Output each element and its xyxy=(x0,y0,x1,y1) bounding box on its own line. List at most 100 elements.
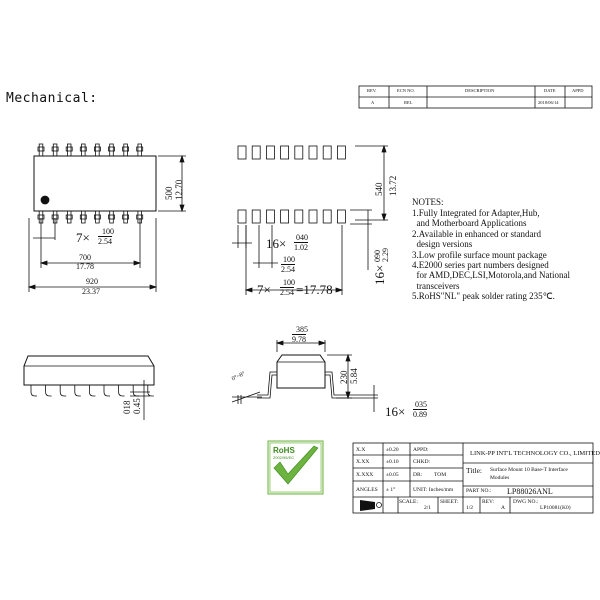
top-pin-upper xyxy=(123,143,128,157)
angles-label: ANGLES xyxy=(356,487,378,493)
pin1-dot xyxy=(40,195,50,205)
tol1-label: X.X xyxy=(356,447,366,453)
top-pin-upper-foot xyxy=(37,146,45,152)
description-header: DESCRIPTION xyxy=(465,88,495,93)
sheet-value: 1/2 xyxy=(466,505,474,511)
top-pin-lower-foot xyxy=(94,214,101,220)
chkd-label: CHKD: xyxy=(413,459,431,465)
pad-upper xyxy=(280,145,290,160)
top-view xyxy=(27,143,186,292)
note-line: 5.RoHS"NL" peak solder rating 235℃. xyxy=(412,291,555,302)
top-pin-upper xyxy=(95,143,100,157)
dim-pad-width-inch: 040 xyxy=(296,233,308,242)
top-pin-lower xyxy=(67,210,72,224)
dim-pad-width-mm: 1.02 xyxy=(294,242,308,252)
tol2-value: ±0.10 xyxy=(386,459,399,465)
top-pin-upper-foot xyxy=(108,146,115,152)
note-line: 2.Available in enhanced or standard xyxy=(412,228,542,239)
dim-side-height-mm: 5.84 xyxy=(349,368,359,384)
pad-upper xyxy=(336,145,346,160)
dim-pitch-prefix: 7× xyxy=(76,230,90,245)
side-lead xyxy=(132,385,140,397)
side-lead xyxy=(103,385,110,397)
rev-label: REV: xyxy=(482,499,495,505)
dim-body-height-inch: 500 xyxy=(164,186,174,201)
top-pin-lower xyxy=(95,210,100,224)
dim-row-span-inch: 700 xyxy=(79,253,91,262)
side-lead xyxy=(118,385,125,397)
pad-lower xyxy=(251,209,261,224)
dim-pad-pitch-mm: 2.54 xyxy=(281,264,295,274)
dim-side-height-inch: 230 xyxy=(339,370,349,385)
notes-list: 1.Fully Integrated for Adapter,Hub, and … xyxy=(412,208,570,302)
top-pin-upper xyxy=(52,143,58,157)
dim-body-height-mm: 12.70 xyxy=(174,179,184,200)
rev-value-tb: A xyxy=(501,505,505,511)
revision-table-grid xyxy=(358,85,593,109)
note-line: transceivers xyxy=(412,280,460,291)
company-name: LINK-PP INT'L TECHNOLOGY CO., LIMITED xyxy=(470,450,600,457)
dim-pad-total-inch: 100 xyxy=(283,278,295,287)
dim-standoff-inch: 018 xyxy=(122,400,132,415)
dim-side-width-mm: 9.78 xyxy=(292,334,306,344)
dim-pad-total-suffix: =17.78 xyxy=(296,282,333,297)
notes-heading: NOTES: xyxy=(412,197,444,207)
dim-pad-length-prefix: 16× xyxy=(372,264,387,285)
side-view xyxy=(23,355,155,420)
pad-lower xyxy=(237,209,247,224)
top-pin-upper-foot xyxy=(79,146,87,152)
rohs-sub: 2002/95/EC xyxy=(273,455,295,460)
dim-overall-inch: 920 xyxy=(86,277,98,286)
title-block-grid xyxy=(352,442,594,514)
title-text-2: Modules xyxy=(490,475,510,481)
pad-upper xyxy=(308,145,318,160)
top-pin-upper xyxy=(81,143,86,157)
dim-row-span-mm: 17.78 xyxy=(76,262,94,271)
pad-upper xyxy=(322,145,332,160)
top-pin-lower xyxy=(109,210,114,224)
pad-lower xyxy=(322,209,332,224)
dim-pitch-mm: 2.54 xyxy=(98,236,112,246)
pad-upper xyxy=(237,145,247,160)
top-pin-lower-foot xyxy=(65,214,73,220)
dim-pad-pitch-inch: 100 xyxy=(283,255,295,264)
side-lead xyxy=(74,385,81,397)
tol3-value: ±0.05 xyxy=(386,472,399,478)
title-label: Title: xyxy=(466,466,482,475)
note-line: for AMD,DEC,LSI,Motorola,and National xyxy=(412,270,570,281)
side-lead xyxy=(45,385,52,397)
rohs-label: RoHS xyxy=(273,446,295,455)
pad-lower xyxy=(294,209,304,224)
dim-overall-mm: 23.37 xyxy=(82,287,100,296)
title-text-1: Surface Mount 10 Base-T Interface xyxy=(490,467,568,473)
dr-name: TOM xyxy=(434,472,447,478)
top-pin-upper-foot xyxy=(65,146,73,152)
tol1-value: ±0.20 xyxy=(386,447,399,453)
pad-lower xyxy=(280,209,290,224)
appd-header: APPD xyxy=(572,88,584,93)
pad-upper xyxy=(294,145,304,160)
top-pin-lower-foot xyxy=(122,214,129,220)
scale-label: SCALE: xyxy=(399,499,418,505)
part-number: LP88026ANL xyxy=(507,487,553,496)
appd-label: APPD: xyxy=(413,447,429,453)
note-line: 1.Fully Integrated for Adapter,Hub, xyxy=(412,208,540,218)
note-line: 3.Low profile surface mount package xyxy=(412,249,547,260)
top-pin-upper xyxy=(38,143,44,157)
dim-pad-width-prefix: 16× xyxy=(266,236,287,251)
pad-lower xyxy=(265,209,275,224)
top-pin-upper xyxy=(109,143,114,157)
dim-side-width-inch: 385 xyxy=(296,325,308,334)
top-pin-upper xyxy=(67,143,72,157)
top-pin-lower-foot xyxy=(79,214,87,220)
dim-lead-thick-mm: 0.89 xyxy=(413,409,427,419)
dim-pitch-inch: 100 xyxy=(102,227,114,236)
pad-lower xyxy=(308,209,318,224)
top-pin-upper-foot xyxy=(136,146,144,152)
angles-value: ± 1° xyxy=(386,487,396,493)
dim-lead-thick-prefix: 16× xyxy=(385,404,406,419)
top-pin-upper-foot xyxy=(94,146,101,152)
dim-pad-length-mm: 2.29 xyxy=(381,248,390,262)
dwg-number: LP10081(K0) xyxy=(540,505,571,511)
